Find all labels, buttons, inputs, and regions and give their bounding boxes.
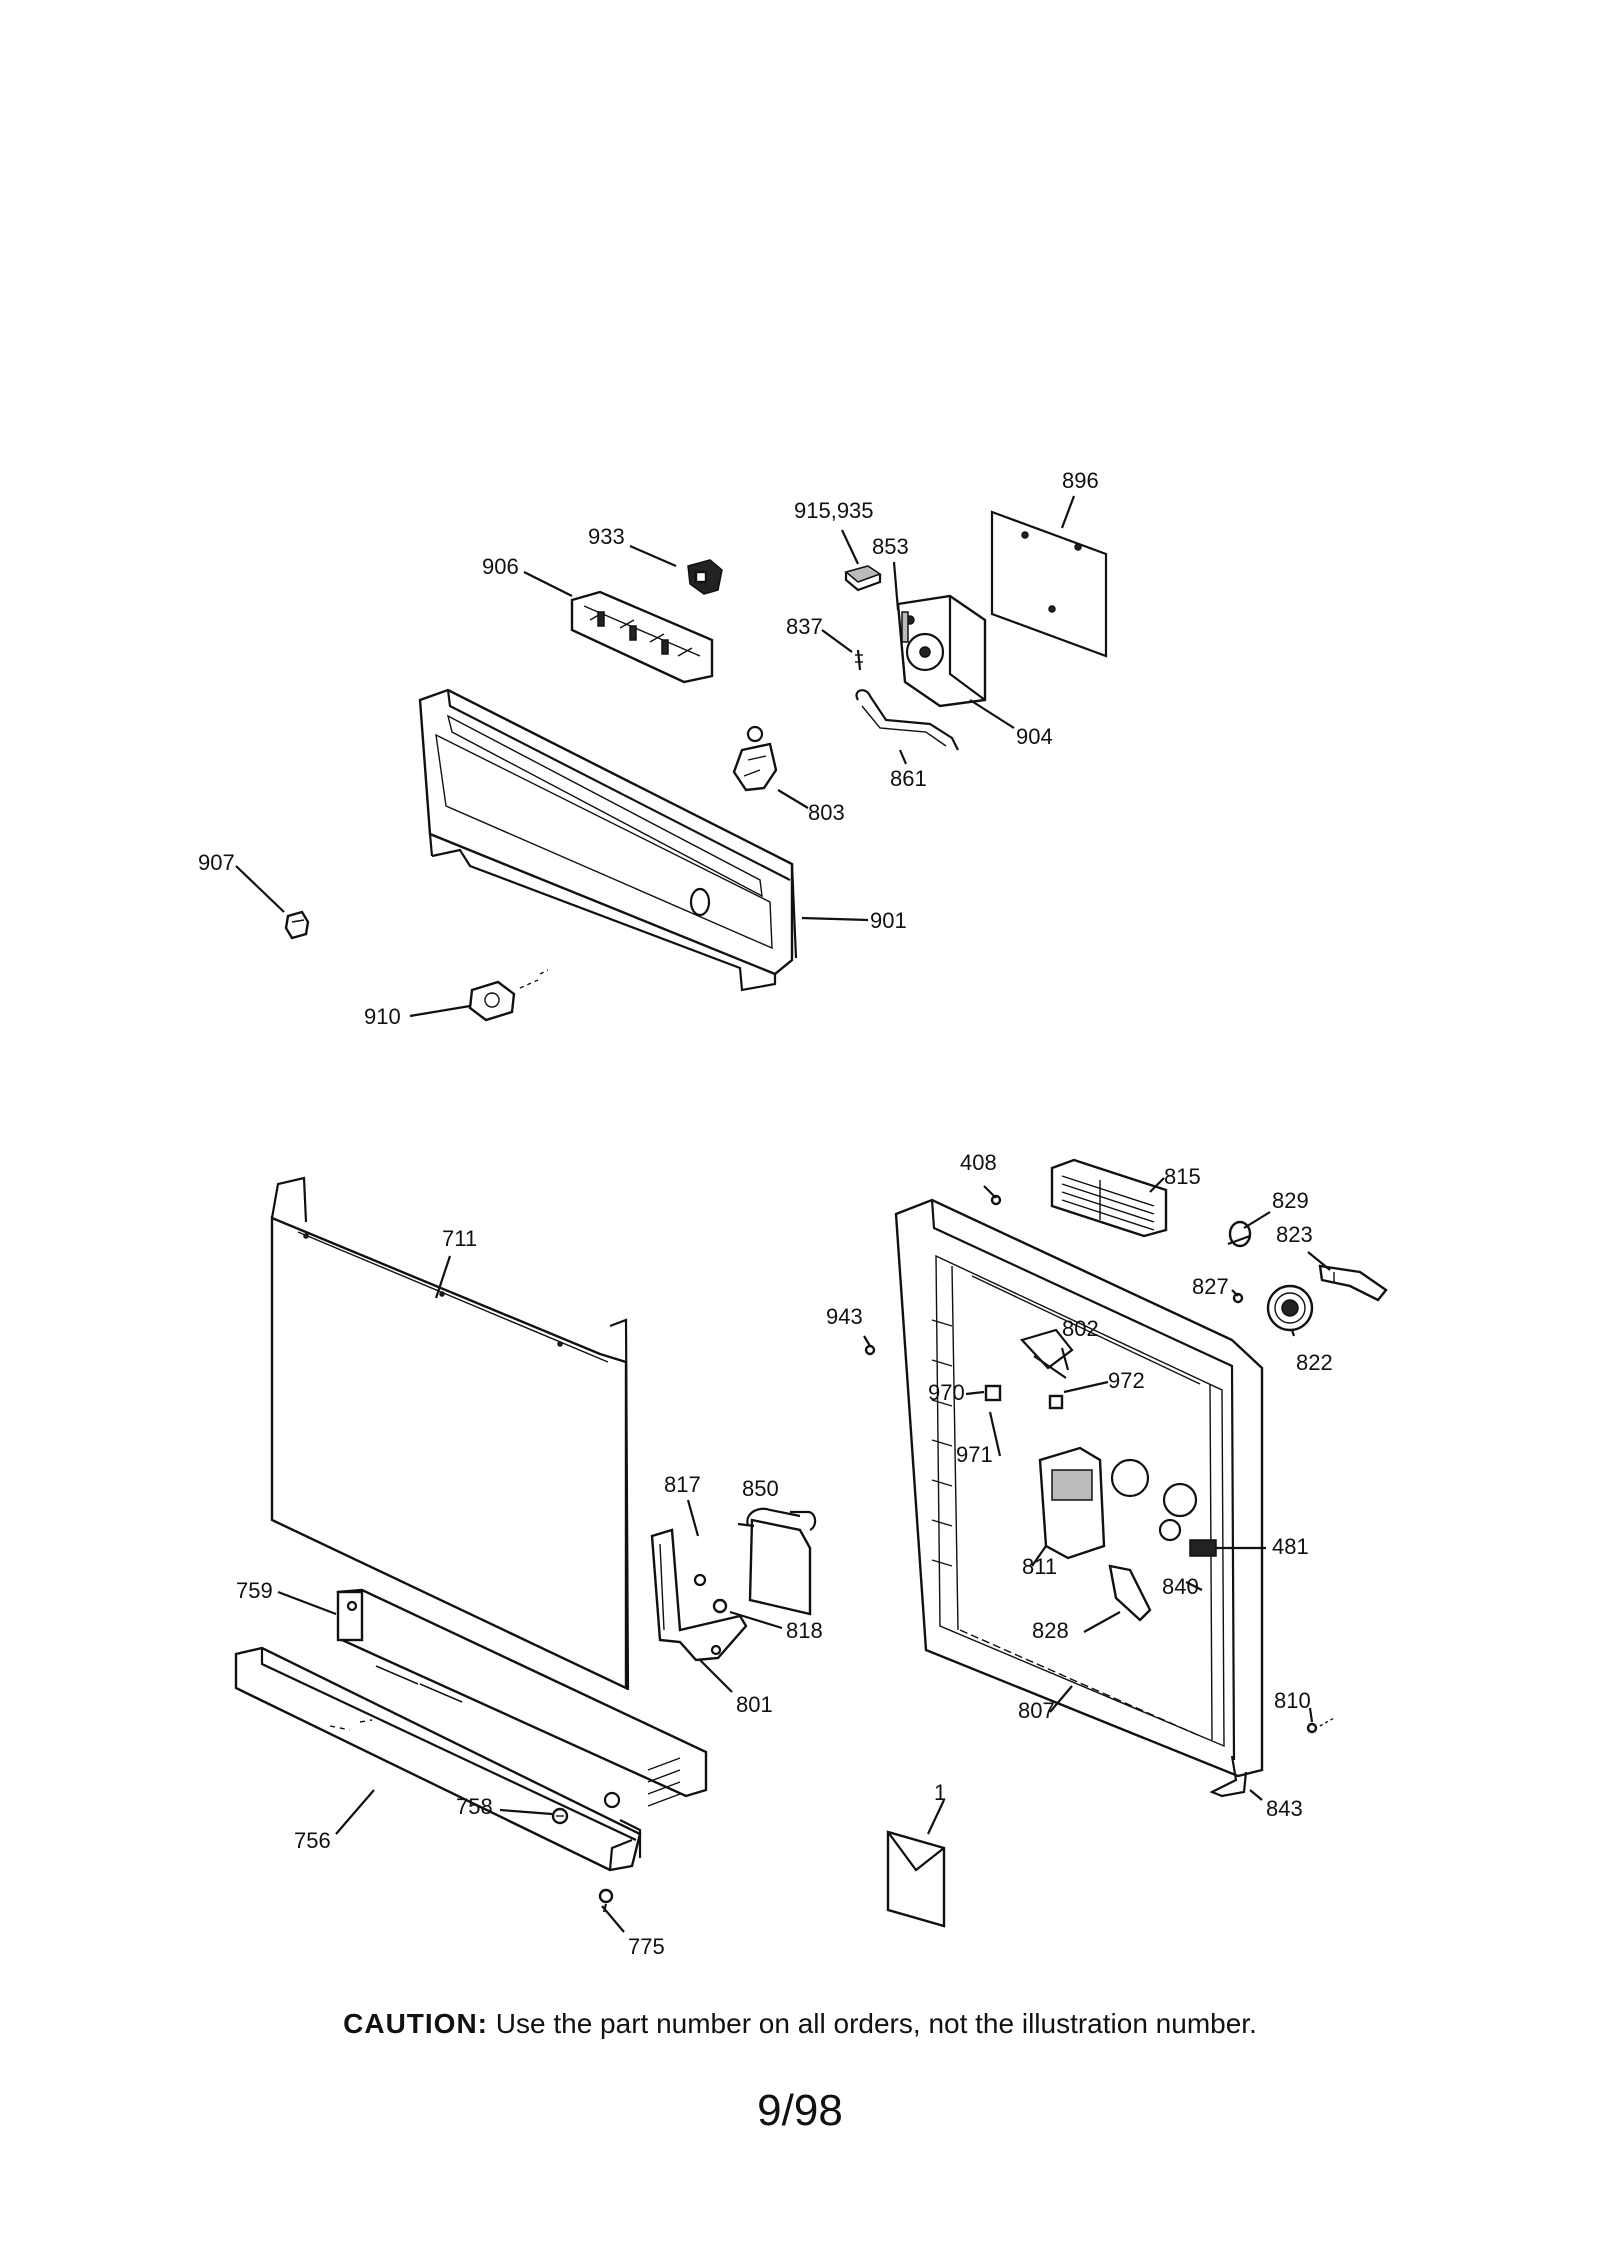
callout-910: 910 bbox=[364, 1004, 401, 1029]
part-759-bracket bbox=[336, 1588, 708, 1798]
part-907-knob bbox=[284, 910, 310, 940]
part-915-935-button bbox=[844, 565, 882, 592]
part-906-bracket bbox=[570, 590, 714, 684]
caution-lead: CAUTION: bbox=[343, 2008, 488, 2039]
callout-481: 481 bbox=[1272, 1534, 1309, 1559]
callout-970: 970 bbox=[928, 1380, 965, 1405]
part-910-knob bbox=[468, 969, 549, 1022]
part-711-outer-door-panel bbox=[270, 1176, 630, 1691]
callout-827: 827 bbox=[1192, 1274, 1229, 1299]
callout-807: 807 bbox=[1018, 1698, 1055, 1723]
callout-1: 1 bbox=[934, 1780, 947, 1805]
part-827-screw bbox=[1232, 1292, 1244, 1304]
part-943-screw bbox=[864, 1344, 876, 1356]
callout-815: 815 bbox=[1164, 1164, 1201, 1189]
part-823-pin bbox=[1318, 1264, 1388, 1302]
caution-note: CAUTION: Use the part number on all orde… bbox=[0, 2008, 1600, 2040]
callout-943: 943 bbox=[826, 1304, 863, 1329]
callout-756: 756 bbox=[294, 1828, 331, 1853]
part-933-clip bbox=[687, 559, 723, 595]
callout-837: 837 bbox=[786, 614, 823, 639]
part-1-literature-envelope bbox=[886, 1830, 946, 1928]
callout-843: 843 bbox=[1266, 1796, 1303, 1821]
callout-802: 802 bbox=[1062, 1316, 1099, 1341]
part-815-vent bbox=[1050, 1158, 1168, 1238]
callout-906: 906 bbox=[482, 554, 519, 579]
callout-711: 711 bbox=[442, 1226, 478, 1251]
page-number: 9/98 bbox=[757, 2086, 843, 2135]
callout-853: 853 bbox=[872, 534, 909, 559]
callout-915-935: 915,935 bbox=[794, 498, 874, 523]
part-756-toe-kick bbox=[234, 1646, 681, 1872]
callout-823: 823 bbox=[1276, 1222, 1313, 1247]
part-822-cap bbox=[1266, 1284, 1314, 1332]
callout-822: 822 bbox=[1296, 1350, 1333, 1375]
part-861-linkage bbox=[855, 689, 959, 751]
callout-828: 828 bbox=[1032, 1618, 1069, 1643]
part-408-screw bbox=[990, 1194, 1002, 1206]
callout-896: 896 bbox=[1062, 468, 1099, 493]
callout-901: 901 bbox=[870, 908, 907, 933]
callout-971: 971 bbox=[956, 1442, 993, 1467]
callout-972: 972 bbox=[1108, 1368, 1145, 1393]
callout-775: 775 bbox=[628, 1934, 665, 1959]
part-801-hinge-bracket bbox=[650, 1528, 748, 1662]
callout-904: 904 bbox=[1016, 724, 1053, 749]
callout-907: 907 bbox=[198, 850, 235, 875]
part-810-screw bbox=[1306, 1717, 1335, 1734]
callout-840: 840 bbox=[1162, 1574, 1199, 1599]
part-803-switch bbox=[732, 725, 778, 792]
leader-lines-bottom-right bbox=[863, 1177, 1331, 1835]
callout-818: 818 bbox=[786, 1618, 823, 1643]
callout-759: 759 bbox=[236, 1578, 273, 1603]
callout-861: 861 bbox=[890, 766, 927, 791]
part-818-screw bbox=[712, 1598, 728, 1614]
leader-lines-bottom-left bbox=[277, 1255, 783, 1933]
callout-850: 850 bbox=[742, 1476, 779, 1501]
part-758-screw bbox=[551, 1807, 569, 1825]
callout-933: 933 bbox=[588, 524, 625, 549]
part-896-cover-plate bbox=[990, 510, 1108, 658]
caution-text: Use the part number on all orders, not t… bbox=[488, 2008, 1257, 2039]
callout-801: 801 bbox=[736, 1692, 773, 1717]
part-775-screw bbox=[598, 1888, 614, 1913]
part-837-screw bbox=[855, 649, 863, 671]
part-850-plate bbox=[746, 1507, 817, 1616]
leader-lines-top bbox=[235, 495, 1076, 1018]
part-853-904-timer-module bbox=[896, 594, 987, 708]
callout-829: 829 bbox=[1272, 1188, 1309, 1213]
callout-817: 817 bbox=[664, 1472, 701, 1497]
callout-408: 408 bbox=[960, 1150, 997, 1175]
callout-811: 811 bbox=[1022, 1554, 1058, 1579]
part-901-control-panel bbox=[418, 688, 798, 992]
callout-810: 810 bbox=[1274, 1688, 1311, 1713]
part-807-inner-door bbox=[894, 1198, 1264, 1798]
callout-758: 758 bbox=[456, 1794, 493, 1819]
callout-803: 803 bbox=[808, 800, 845, 825]
